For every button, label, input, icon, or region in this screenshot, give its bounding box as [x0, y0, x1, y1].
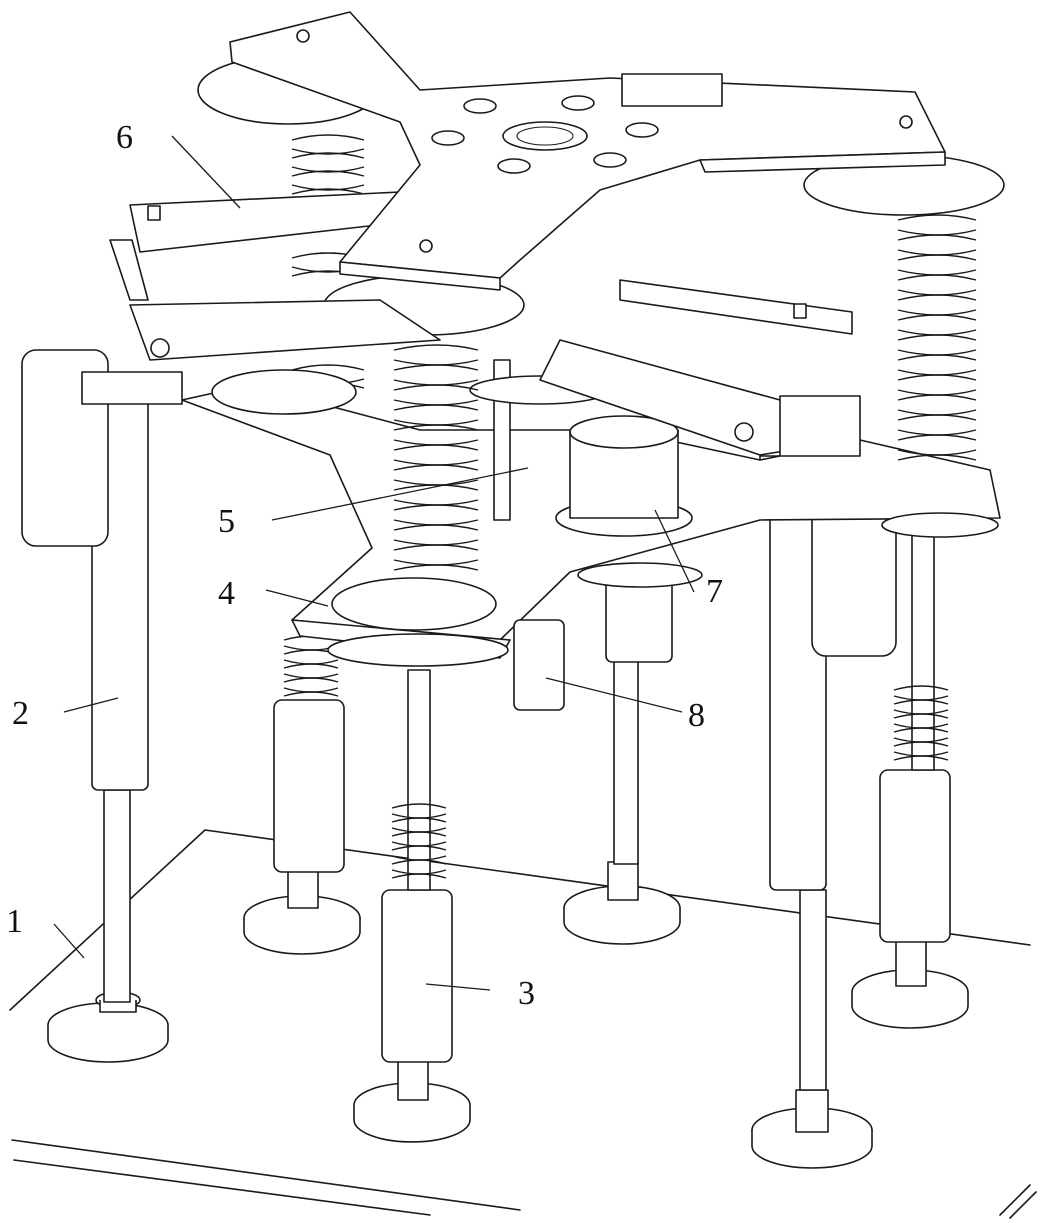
callout-label-7: 7 [706, 573, 723, 610]
callout-label-2: 2 [12, 695, 29, 732]
callout-label-5: 5 [218, 503, 235, 540]
callout-label-4: 4 [218, 575, 235, 612]
callout-label-8: 8 [688, 697, 705, 734]
motor-cylinder [556, 416, 692, 536]
leg-front-right [752, 456, 896, 1168]
lower-spring-back-left [284, 636, 338, 696]
top-cross-plate [230, 12, 945, 290]
callout-label-3: 3 [518, 975, 535, 1012]
leg-back-right [564, 580, 680, 944]
leg-back-left [244, 700, 360, 954]
leg-front-left [22, 350, 182, 1062]
callout-label-6: 6 [116, 119, 133, 156]
leg-front-center [354, 670, 470, 1142]
callout-label-1: 1 [6, 903, 23, 940]
